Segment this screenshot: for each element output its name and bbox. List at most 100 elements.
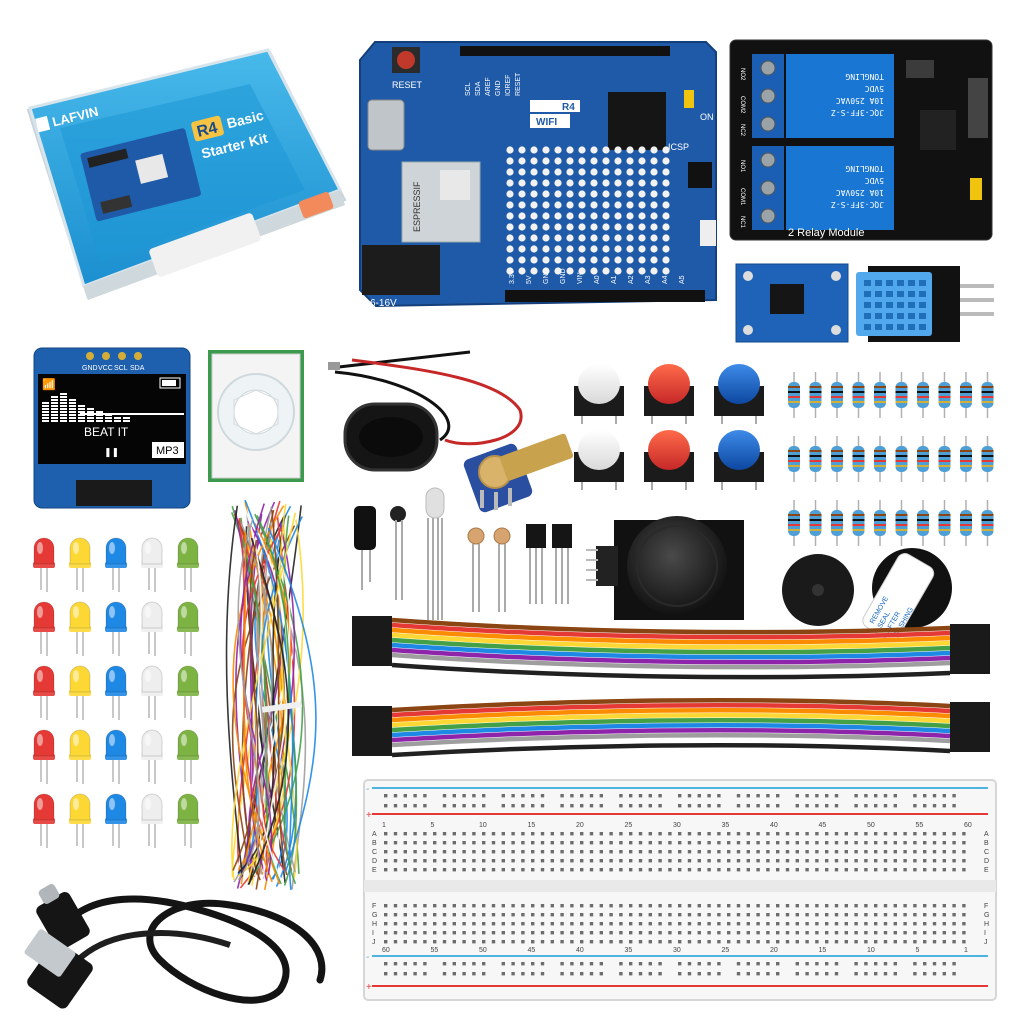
row-letter: E [984, 867, 989, 874]
rail-hole [687, 972, 692, 976]
rail-hole [952, 972, 956, 976]
matrix-led [662, 245, 670, 253]
terminal-hole [472, 832, 476, 836]
matrix-led [554, 256, 562, 264]
ribbon-wire [391, 642, 951, 660]
rail-hole [393, 804, 398, 808]
dupont-housing-left [352, 621, 392, 626]
dupont-housing-left [352, 746, 392, 751]
resistor-band [852, 391, 865, 393]
terminal-hole [776, 913, 780, 917]
terminal-hole [893, 931, 897, 935]
terminal-hole [638, 832, 643, 836]
terminal-hole [638, 940, 643, 944]
terminal-hole [687, 841, 692, 845]
eq-bar [123, 420, 130, 422]
row-letter: B [984, 840, 989, 847]
terminal-hole [776, 922, 780, 926]
rail-hole [776, 962, 780, 966]
terminal-hole [913, 868, 917, 872]
resistor-body [981, 446, 994, 472]
terminal-hole [766, 859, 770, 863]
matrix-led [614, 190, 622, 198]
resistor-band [981, 396, 994, 398]
terminal-hole [952, 913, 956, 917]
matrix-led [614, 201, 622, 209]
terminal-hole [883, 841, 888, 845]
matrix-led [638, 168, 646, 176]
terminal-hole [531, 850, 535, 854]
resistor-band [938, 391, 951, 393]
resistor-band [852, 396, 865, 398]
terminal-hole [756, 868, 760, 872]
rail-hole [531, 972, 535, 976]
rail-hole [638, 794, 643, 798]
resistor-body [788, 382, 800, 408]
terminal-hole [570, 841, 574, 845]
rail-hole [795, 794, 799, 798]
terminal-hole [570, 859, 574, 863]
rail-hole [736, 794, 741, 798]
rail-hole [521, 804, 525, 808]
eq-bar [51, 396, 58, 398]
column-number-top: 1 [382, 822, 386, 829]
rail-hole [629, 962, 633, 966]
terminal-hole [550, 931, 554, 935]
rail-hole [403, 794, 407, 798]
terminal-hole [825, 904, 829, 908]
terminal-hole [550, 832, 554, 836]
resistor-band [788, 455, 800, 457]
led-body [33, 793, 55, 821]
terminal-hole [815, 931, 819, 935]
dupont-housing-right [950, 629, 990, 634]
terminal-hole [844, 913, 848, 917]
dupont-housing-right [950, 722, 990, 727]
terminal-hole [668, 859, 672, 863]
bottom-header [505, 290, 705, 302]
terminal-hole [903, 859, 907, 863]
rail-hole [893, 972, 897, 976]
terminal-hole [717, 940, 721, 944]
rail-hole [697, 962, 701, 966]
dupont-housing-right [950, 707, 990, 712]
esp-module-label: ESPRESSIF [412, 181, 422, 232]
dht-vent [864, 291, 871, 297]
resistor-band [960, 514, 972, 516]
terminal-hole [766, 850, 770, 854]
terminal-hole [854, 940, 858, 944]
terminal-hole [668, 868, 672, 872]
terminal-hole [482, 913, 486, 917]
terminal-hole [531, 859, 535, 863]
row-letter: I [984, 930, 986, 937]
terminal-hole [874, 931, 878, 935]
dupont-housing-right [950, 639, 990, 644]
led-body [69, 537, 91, 565]
led-body [105, 537, 127, 565]
terminal-hole [648, 859, 652, 863]
matrix-led [590, 157, 598, 165]
terminal-hole [384, 841, 388, 845]
dupont-housing-right [950, 654, 990, 659]
matrix-led [518, 267, 526, 275]
ribbon-wire [391, 627, 951, 645]
terminal-hole [795, 841, 799, 845]
terminal-screw [760, 88, 776, 104]
terminal-hole [923, 904, 927, 908]
rail-hole [766, 972, 770, 976]
terminal-hole [962, 931, 966, 935]
matrix-led [554, 212, 562, 220]
matrix-led [602, 212, 610, 220]
terminal-hole [521, 859, 525, 863]
terminal-hole [932, 904, 937, 908]
terminal-hole [521, 832, 525, 836]
rail-hole [795, 804, 799, 808]
matrix-led [518, 223, 526, 231]
column-number-top: 50 [867, 822, 875, 829]
matrix-led [554, 245, 562, 253]
matrix-led [650, 168, 658, 176]
eq-bar [69, 420, 76, 422]
terminal-hole [932, 940, 937, 944]
row-letter: J [984, 939, 988, 946]
matrix-led [542, 190, 550, 198]
header-label: GND [543, 268, 550, 284]
